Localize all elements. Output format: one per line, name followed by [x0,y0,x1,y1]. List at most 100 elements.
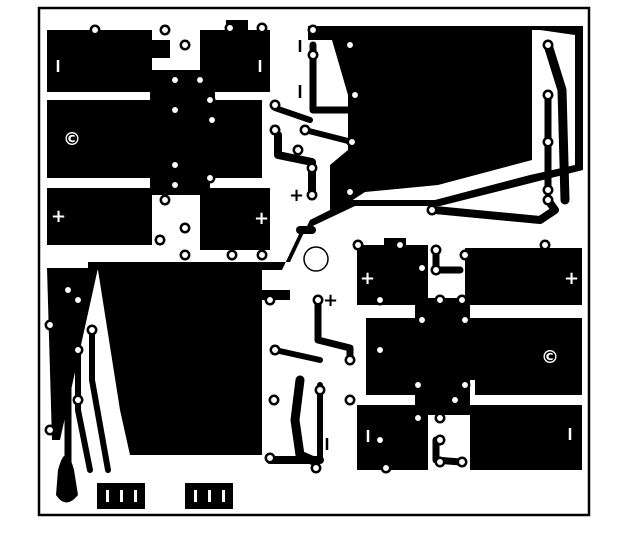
via-hole [539,239,551,251]
via-hole [310,462,322,474]
trace [543,40,570,205]
trace [272,105,313,123]
copper-pad [465,248,582,305]
polarity-markings: + + + + + + © © [51,129,579,368]
via-hole [434,294,446,306]
via-hole [44,424,56,436]
capacitor-symbol: © [541,347,559,368]
via-hole [154,234,166,246]
plus-marking: + [323,290,338,311]
trace [309,41,354,114]
via-hole [299,124,311,136]
copper-pour-top [308,26,532,210]
copper-pad [357,405,428,470]
via-hole [89,24,101,36]
via-hole [204,172,216,184]
bottom-right-pad-block [357,238,582,470]
via-hole [412,412,424,424]
via-hole [374,434,386,446]
minus-markings [56,40,572,450]
plus-marking: + [254,208,269,229]
plus-marking: + [564,268,579,289]
copper-pad [47,188,152,245]
copper-pad [357,245,428,305]
via-hole [306,189,318,201]
via-hole [430,244,442,256]
via-hole [256,22,268,34]
via-hole [159,24,171,36]
via-hole [307,49,319,61]
via-hole [412,379,424,391]
via-hole [434,412,446,424]
via-hole [449,394,461,406]
trace [89,327,111,473]
via-hole [344,354,356,366]
via-hole [179,39,191,51]
via-group [44,22,554,474]
via-hole [380,462,392,474]
via-hole [179,249,191,261]
via-hole [206,114,218,126]
via-hole [44,319,56,331]
copper-trace-left [47,268,98,440]
teardrop-pad [56,455,78,503]
via-hole [374,344,386,356]
copper-pad [366,318,582,395]
via-hole [226,249,238,261]
via-hole [306,162,318,174]
copper-pad [47,30,170,92]
via-hole [169,179,181,191]
via-hole [169,74,181,86]
via-hole [344,39,356,51]
via-hole [269,99,281,111]
via-hole [268,394,280,406]
via-hole [169,159,181,171]
via-hole [416,314,428,326]
via-hole [346,136,358,148]
trace [314,296,354,364]
via-hole [542,39,554,51]
via-hole [459,314,471,326]
via-hole [264,294,276,306]
via-hole [179,222,191,234]
via-hole [312,294,324,306]
via-hole [292,144,304,156]
via-hole [394,239,406,251]
via-hole [459,379,471,391]
copper-pad [200,188,270,250]
via-hole [416,262,428,274]
via-hole [194,74,206,86]
via-hole [456,294,468,306]
via-hole [349,89,361,101]
trace [274,131,316,199]
trace-group [64,40,570,484]
via-hole [307,24,319,36]
via-hole [169,104,181,116]
top-left-pad-block [47,20,270,250]
capacitor-symbol: © [63,129,81,150]
trace [75,297,93,473]
via-hole [459,249,471,261]
via-hole [344,186,356,198]
plus-marking: + [289,185,304,206]
via-hole [430,264,442,276]
via-hole [269,344,281,356]
via-hole [72,344,84,356]
via-hole [542,194,554,206]
via-hole [374,294,386,306]
trace [272,347,323,363]
via-hole [542,136,554,148]
plus-marking: + [51,206,66,227]
via-hole [264,452,276,464]
via-hole [434,434,446,446]
via-hole [542,89,554,101]
mounting-hole [303,246,329,272]
via-hole [344,394,356,406]
via-hole [224,22,236,34]
via-hole [352,239,364,251]
via-hole [72,294,84,306]
trace [302,127,355,145]
via-hole [426,204,438,216]
via-hole [72,394,84,406]
